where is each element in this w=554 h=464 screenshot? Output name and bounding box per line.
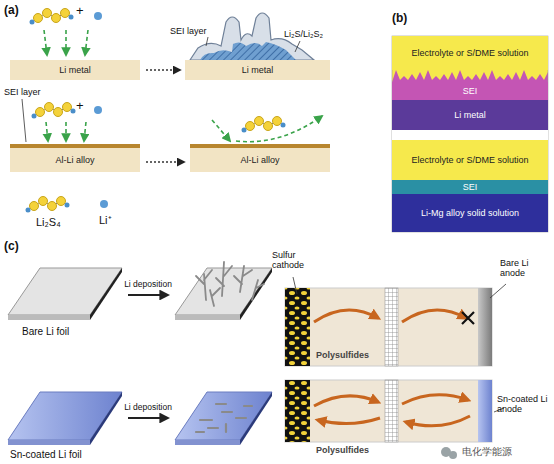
step-label: Li deposition (118, 280, 178, 290)
watermark: 电化学能源 (462, 446, 512, 458)
flow-label: Polysulfides (316, 445, 369, 455)
metal-slab: Li metal (185, 60, 330, 80)
step-label: Li deposition (118, 403, 178, 413)
legend-text: Li⁺ (99, 214, 112, 227)
node-text: Li metal (454, 110, 486, 120)
plus-sign: + (76, 4, 84, 19)
caption-label: Bare Li foil (22, 326, 69, 338)
callout-label: Sulfur cathode (272, 250, 316, 271)
caption-label: Sn-coated Li foil (10, 449, 82, 461)
callout-label: Sn-coated Li anode (497, 394, 552, 415)
alloy-band: Li-Mg alloy solid solution (392, 194, 548, 232)
node-text: Li metal (242, 65, 274, 75)
legend-text: Li₂S₄ (36, 216, 61, 229)
node-text: Electrolyte or S/DME solution (411, 155, 528, 165)
node-text: Li-Mg alloy solid solution (421, 208, 519, 218)
node-text: SEI (463, 86, 478, 96)
sei-band: SEI (392, 180, 548, 194)
flow-label: Polysulfides (316, 350, 369, 360)
panel-letter: (c) (4, 240, 19, 254)
callout-label: SEI layer (4, 87, 41, 97)
node-text: Al-Li alloy (240, 155, 279, 165)
panel-letter: (b) (392, 12, 407, 26)
alloy-slab: Al-Li alloy (190, 148, 330, 172)
alloy-slab: Al-Li alloy (10, 148, 140, 172)
callout-label: Li₂S/Li₂S₂ (284, 29, 323, 39)
metal-slab: Li metal (10, 60, 140, 80)
panel-letter: (a) (4, 4, 19, 18)
node-text: SEI (463, 182, 478, 192)
node-text: Li metal (59, 65, 91, 75)
callout-label: Bare Li anode (500, 258, 550, 279)
electrolyte-band: Electrolyte or S/DME solution (392, 140, 548, 180)
node-text: Al-Li alloy (55, 155, 94, 165)
metal-band: Li metal (392, 100, 548, 130)
sei-band: SEI (392, 82, 548, 100)
plus-sign: + (76, 99, 84, 114)
electrolyte-band: Electrolyte or S/DME solution (392, 36, 548, 70)
callout-label: SEI layer (170, 26, 207, 36)
node-text: Electrolyte or S/DME solution (411, 48, 528, 58)
